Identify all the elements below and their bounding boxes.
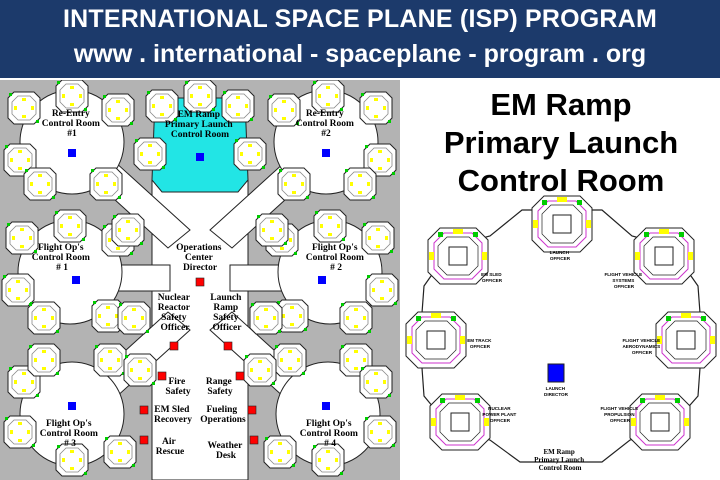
detail-title: EM Ramp Primary Launch Control Room (443, 87, 679, 198)
room-label: Flight Op's Control Room # 2 (306, 243, 367, 273)
room-marker (72, 276, 80, 284)
launch-director-console (547, 363, 565, 383)
room-em-ramp-highlighted[interactable]: EM Ramp Primary Launch Control Room (133, 80, 267, 193)
label-em-sled-recovery: EM Sled Recovery (154, 405, 192, 425)
station-launch-officer: LAUNCH OFFICER (550, 250, 571, 261)
room-marker (318, 276, 326, 284)
banner-website[interactable]: www . international - spaceplane - progr… (73, 40, 647, 68)
label-fueling-operations: Fueling Operations (200, 405, 246, 425)
room-label: Flight Op's Control Room # 4 (300, 419, 361, 449)
station-launch-director: LAUNCH DIRECTOR (544, 386, 569, 397)
banner-title: INTERNATIONAL SPACE PLANE (ISP) PROGRAM (63, 5, 657, 33)
label-launch-ramp-safety: Launch Ramp Safety Officer (210, 293, 244, 333)
station-nuclear-power-officer: NUCLEAR POWER PLANT OFFICER (482, 406, 517, 423)
room-label: Re-Entry Control Room #1 (42, 109, 103, 139)
label-air-rescue: Air Rescue (156, 437, 185, 457)
detail-room-label: EM Ramp Primary Launch Control Room (534, 448, 586, 472)
station-fv-propulsion-officer: FLIGHT VEHICLE PROPULSION OFFICER (600, 406, 639, 423)
room-reentry-2[interactable]: Re-Entry Control Room #2 (267, 80, 397, 201)
room-label: Flight Op's Control Room # 1 (32, 243, 93, 273)
room-marker (322, 402, 330, 410)
room-flightops-3[interactable]: Flight Op's Control Room # 3 (3, 343, 137, 477)
station-em-sled-officer: EM SLED OFFICER (481, 272, 503, 283)
label-nuclear-safety: Nuclear Reactor Safety Officer (158, 293, 192, 333)
room-marker (68, 149, 76, 157)
station-fv-aero-officer: FLIGHT VEHICLE AERODYNAMICS OFFICER (622, 338, 661, 355)
station-markers (139, 277, 259, 445)
room-marker (322, 149, 330, 157)
room-label: Flight Op's Control Room # 3 (40, 419, 101, 449)
room-label: EM Ramp Primary Launch Control Room (165, 110, 235, 140)
station-fv-systems-officer: FLIGHT VEHICLE SYSTEMS OFFICER (604, 272, 643, 289)
room-marker (196, 153, 204, 161)
label-range-safety: Range Safety (206, 377, 234, 397)
program-banner: INTERNATIONAL SPACE PLANE (ISP) PROGRAM … (0, 0, 720, 78)
room-flightops-4[interactable]: Flight Op's Control Room # 4 (263, 343, 397, 477)
label-fire-safety: Fire Safety (165, 377, 191, 397)
room-flightops-2[interactable]: Flight Op's Control Room # 2 (265, 209, 399, 335)
label-weather-desk: Weather Desk (207, 441, 244, 461)
room-marker (68, 402, 76, 410)
label-ops-director: Operations Center Director (176, 243, 224, 273)
em-ramp-room-detail: LAUNCH OFFICER EM SLED OFFICER FLIGHT VE… (405, 195, 717, 472)
operations-floorplan: Re-Entry Control Room #1 EM Ramp Primary… (0, 80, 400, 480)
room-flightops-1[interactable]: Flight Op's Control Room # 1 (1, 209, 135, 335)
room-label: Re-Entry Control Room #2 (296, 109, 357, 139)
room-reentry-1[interactable]: Re-Entry Control Room #1 (3, 80, 135, 201)
station-em-track-officer: EM TRACK OFFICER (467, 338, 493, 349)
